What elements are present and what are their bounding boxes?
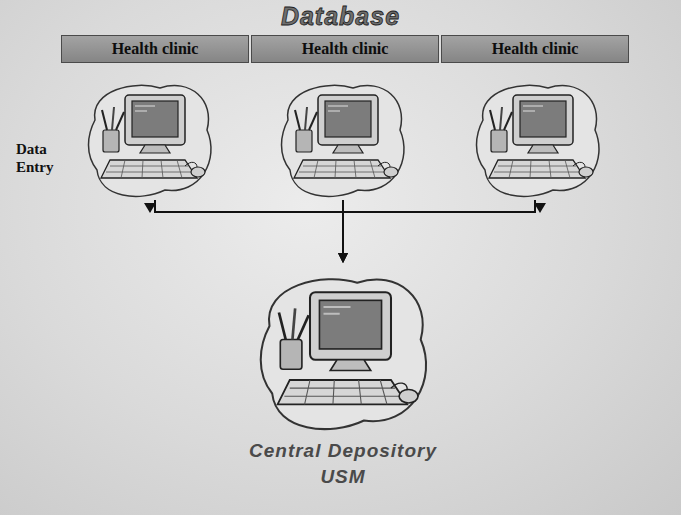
title-row: Database bbox=[0, 2, 681, 31]
side-label: Data Entry bbox=[16, 140, 64, 176]
clinic-header: Health clinic bbox=[441, 35, 629, 63]
clinic-header: Health clinic bbox=[251, 35, 439, 63]
diagram-title: Database bbox=[281, 2, 400, 30]
node-caption: Central Depository USM bbox=[234, 438, 452, 489]
clinic-node: Health clinic bbox=[441, 35, 629, 200]
clinic-node: Health clinic bbox=[251, 35, 439, 200]
flow-arrow bbox=[343, 200, 535, 262]
clinic-node: Health clinic bbox=[61, 35, 249, 200]
flow-arrow bbox=[155, 200, 343, 262]
clinic-header: Health clinic bbox=[61, 35, 249, 63]
central-node: Central Depository USM bbox=[234, 262, 452, 489]
